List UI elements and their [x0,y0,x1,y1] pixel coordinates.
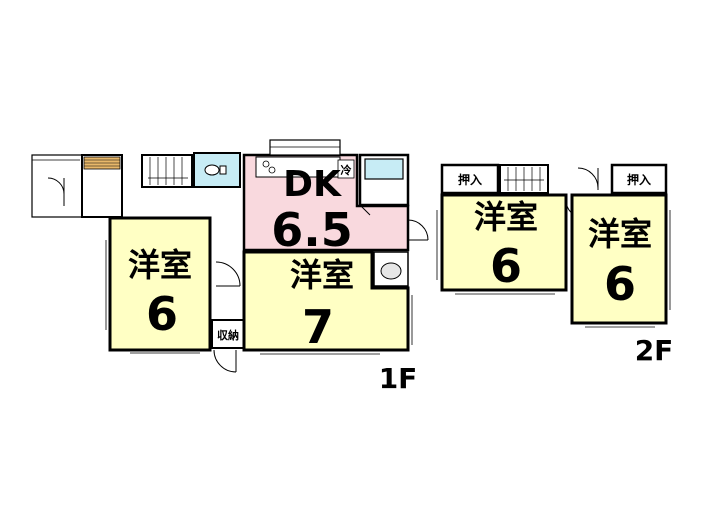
washroom [373,219,429,287]
left-room-2f-name: 洋室 [474,198,538,236]
floor-2: 押入 押入 洋室 6 [436,163,674,367]
stairs-1f [141,154,193,188]
center-room-size: 7 [302,300,334,354]
stairs-2f [499,164,549,194]
dk-fridge-label: 冷 [341,163,352,177]
closet-right: 押入 [610,163,668,195]
west-room-size: 6 [146,287,178,341]
floor-1: 冷 DK 6.5 洋室 6 [31,139,429,395]
closet-left-label: 押入 [458,172,482,187]
right-room-2f: 洋室 6 [570,193,671,328]
toilet [193,152,241,188]
door-arc [215,261,241,287]
floor-2-label: 2F [635,334,674,367]
floor-1-label: 1F [379,362,418,395]
right-room-2f-name: 洋室 [588,215,652,253]
right-room-2f-size: 6 [604,257,636,311]
dk-room-name: DK [283,164,342,205]
storage: 収納 [211,319,245,373]
left-room-2f: 洋室 6 [436,193,585,295]
left-room-2f-size: 6 [490,239,522,293]
door-arc-2f [577,167,599,189]
closet-left: 押入 [440,163,500,195]
dk-room-size: 6.5 [271,203,353,257]
center-room: 洋室 7 [242,250,413,355]
storage-label: 収納 [217,328,239,342]
center-room-name: 洋室 [290,256,354,294]
west-room: 洋室 6 [105,216,212,354]
bathroom [358,153,410,216]
closet-right-label: 押入 [627,172,651,187]
entrance-porch [31,154,83,218]
west-room-name: 洋室 [128,246,192,284]
genkan [81,154,123,218]
